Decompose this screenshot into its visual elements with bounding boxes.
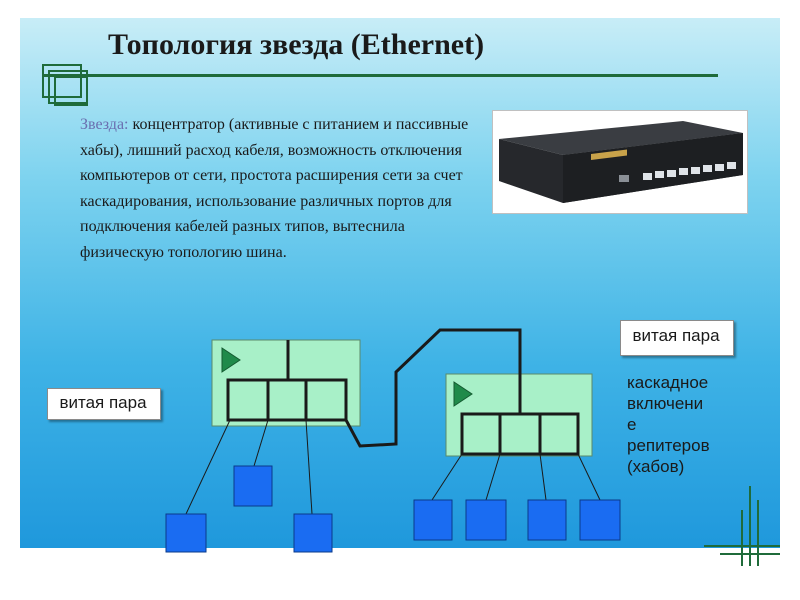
computer-node	[233, 465, 273, 507]
slide-title: Топология звезда (Ethernet)	[108, 28, 485, 61]
cascade-line: е	[627, 415, 637, 434]
switch-front	[563, 133, 743, 203]
cascade-line: (хабов)	[627, 457, 685, 476]
decorative-square	[54, 76, 88, 106]
body-lead: Звезда:	[80, 116, 129, 133]
decorative-lines	[704, 486, 780, 566]
cascade-caption: каскадное включени е репитеров (хабов)	[627, 372, 737, 477]
hub-1	[211, 339, 361, 427]
network-switch-photo	[492, 110, 748, 214]
cascade-line: репитеров	[627, 436, 710, 455]
hub-1-play-icon	[221, 347, 241, 373]
slide-background	[20, 18, 780, 548]
twisted-pair-label-box	[620, 320, 734, 356]
body-paragraph: Звезда: концентратор (активные с питание…	[80, 112, 480, 265]
body-text: концентратор (активные с питанием и пасс…	[80, 116, 469, 261]
computer-node	[165, 513, 207, 553]
computer-node	[579, 499, 621, 541]
computer-node	[413, 499, 453, 541]
twisted-pair-label-box	[47, 388, 161, 420]
switch-led-strip	[591, 149, 627, 160]
cascade-line: каскадное	[627, 373, 709, 392]
cascade-cable	[344, 328, 522, 448]
decorative-square	[42, 64, 82, 98]
hub-1-cables	[185, 419, 313, 515]
computer-node	[527, 499, 567, 541]
switch-ports	[643, 162, 736, 180]
hub-1-ports	[226, 378, 348, 422]
switch-illustration	[499, 121, 743, 203]
hub-2-ports	[460, 412, 580, 456]
twisted-pair-label-left: витая пара	[59, 393, 147, 412]
switch-top	[499, 121, 743, 155]
computer-nodes	[165, 465, 621, 553]
cascade-line: включени	[627, 394, 704, 413]
computer-node	[465, 499, 507, 541]
title-underline	[42, 74, 718, 77]
computer-node	[293, 513, 333, 553]
hub-2-play-icon	[453, 381, 473, 407]
twisted-pair-label-right: витая пара	[632, 326, 720, 345]
hub-2-cables	[431, 453, 601, 501]
switch-uplink-port	[619, 175, 629, 182]
